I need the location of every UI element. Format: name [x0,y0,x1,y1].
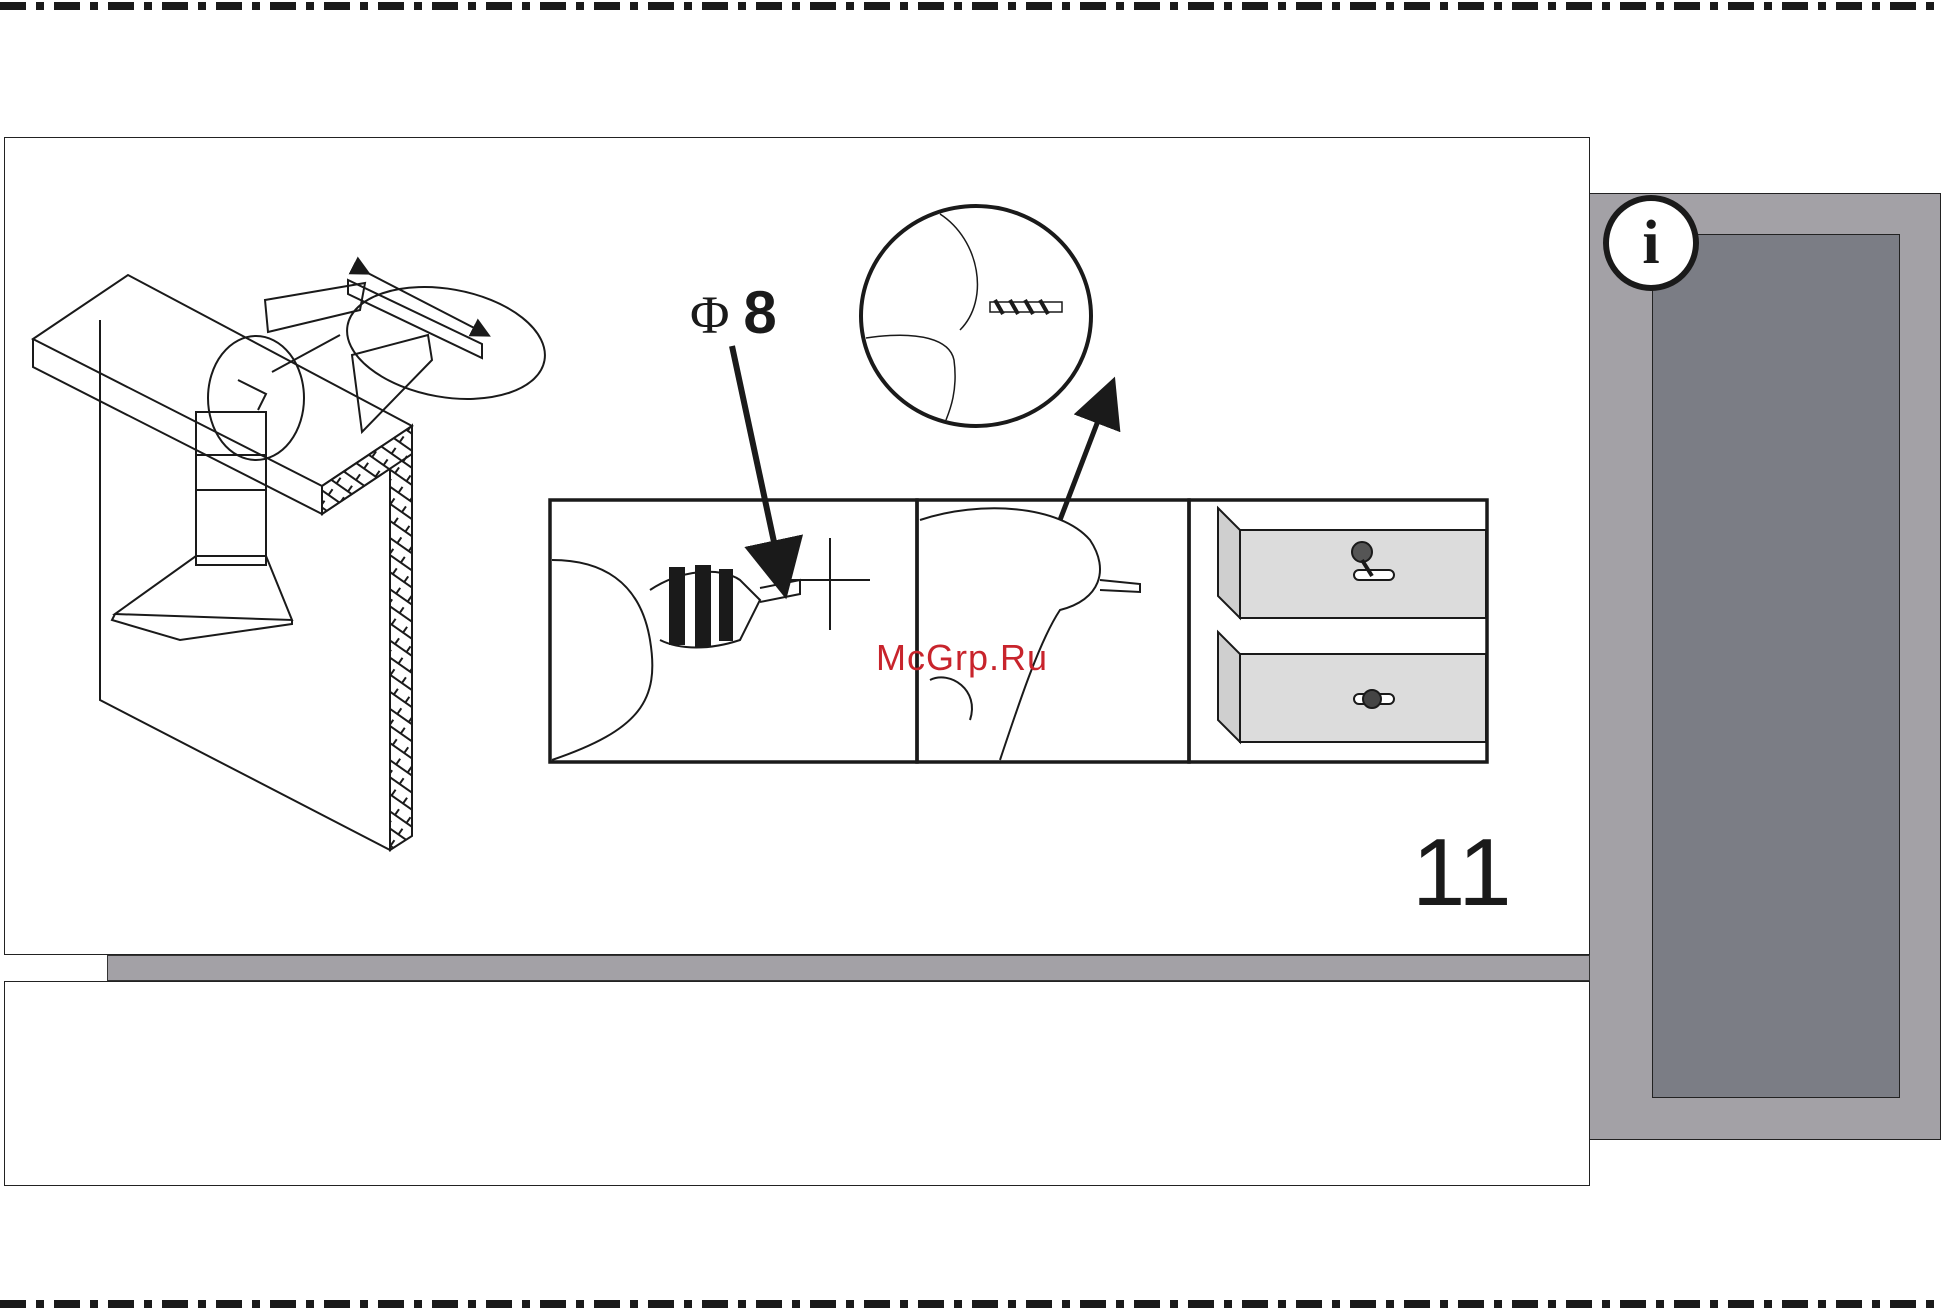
screw-drawing [1218,508,1486,742]
diameter-symbol: Φ [690,285,729,345]
anchor-detail-circle [861,206,1106,520]
cabinet-hood-drawing [33,270,554,850]
diameter-value: 8 [743,279,776,346]
step-number: 11 [1412,825,1512,921]
drill-diameter-label: Φ 8 [690,283,777,343]
hand-drawing [920,508,1140,760]
watermark: McGrp.Ru [876,637,1048,679]
drill-arrow [732,346,780,570]
drill-drawing [552,538,870,760]
